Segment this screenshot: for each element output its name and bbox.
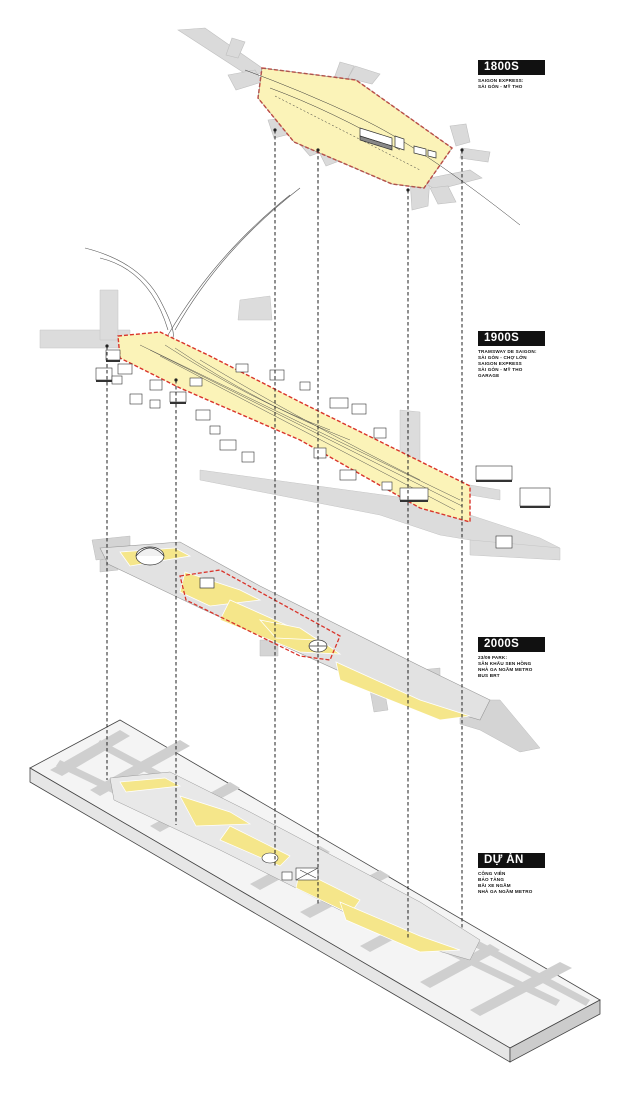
era-desc-du-an: CÔNG VIÊN BẢO TÀNG BÃI XE NGẦM NHÀ GA NG… [478, 871, 598, 895]
era-desc-line: SÀI GÒN - MỸ THO [478, 84, 598, 90]
era-desc-line: GARAGE [478, 373, 598, 379]
era-desc-2000s: 23/09 PARK: SÂN KHẤU SEN HỒNG NHÀ GA NGẦ… [478, 655, 598, 679]
era-title-1900s: 1900S [478, 331, 545, 346]
era-desc-line: BUS BRT [478, 673, 598, 679]
era-title-2000s: 2000S [478, 637, 545, 652]
era-title-du-an: DỰ ÁN [478, 853, 545, 868]
era-desc-1800s: SAIGON EXPRESS: SÀI GÒN - MỸ THO [478, 78, 598, 90]
layer-2000s-plan [92, 536, 540, 752]
layer-1800s-plan [178, 28, 520, 225]
era-title-1800s: 1800S [478, 60, 545, 75]
era-desc-line: NHÀ GA NGẦM METRO [478, 889, 598, 895]
era-desc-1900s: TRAMSWAY DE SAIGON: SÀI GÒN - CHỢ LỚN SA… [478, 349, 598, 379]
